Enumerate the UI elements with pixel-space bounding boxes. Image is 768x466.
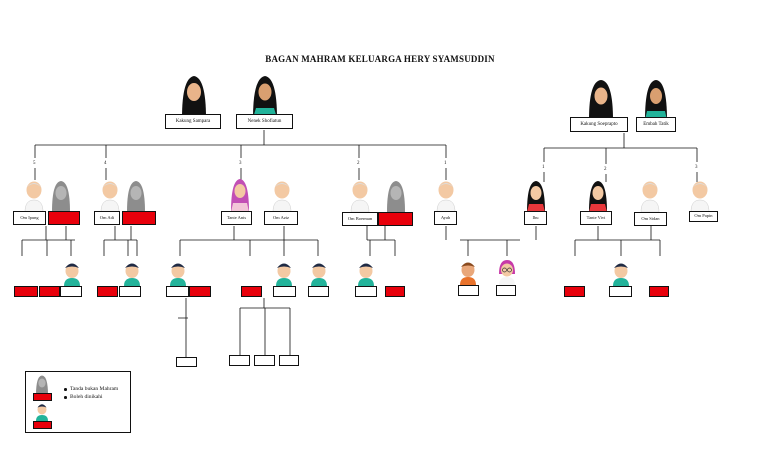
legend-bullet: [64, 396, 67, 399]
om-aziz-avatar-icon: [272, 180, 292, 217]
tante-anis-box: Tante Anis: [221, 211, 252, 225]
sibling-box: [496, 285, 516, 296]
tante-vivi-box: Tante Vivi: [580, 211, 612, 225]
cousin-avatar-icon: [168, 262, 188, 291]
tante-vivi-avatar-icon: [587, 180, 609, 217]
om-ipung-box: Om Ipung: [13, 211, 46, 225]
om-papin-box: Om Papin: [689, 211, 718, 222]
not-mahram-avatar-icon: [50, 180, 72, 217]
legend: Tanda bukan Mahram Boleh dinikahi: [25, 371, 131, 433]
ibu-box: Ibu: [524, 211, 547, 225]
branch-number-right-1: 1: [542, 165, 545, 170]
om-boerman-avatar-icon: [350, 180, 370, 217]
branch-number-right-2: 2: [604, 167, 607, 172]
grandchild-box: [176, 357, 197, 367]
cousin-box: [166, 286, 189, 297]
grandchild-box: [229, 355, 250, 366]
embah-tatik-box: Embah Tatik: [636, 117, 676, 132]
legend-item-not-mahram: Tanda bukan Mahram: [70, 386, 119, 392]
legend-red-box: [33, 421, 52, 429]
cousin-avatar-icon: [309, 262, 329, 291]
cousin-box: [60, 286, 82, 297]
cousin-avatar-icon: [356, 262, 376, 291]
can-marry-legend-icon: [35, 403, 49, 426]
grandchild-box: [279, 355, 299, 366]
not-mahram-box: [14, 286, 38, 297]
cousin-box: [119, 286, 141, 297]
sibling-avatar-icon: [458, 261, 478, 290]
not-mahram-box: [385, 286, 405, 297]
chart-title: BAGAN MAHRAM KELUARGA HERY SYAMSUDDIN: [265, 54, 495, 64]
branch-number-1: 1: [444, 161, 447, 166]
branch-number-3: 3: [239, 161, 242, 166]
om-ipung-avatar-icon: [24, 180, 44, 217]
om-aziz-box: Om Aziz: [264, 211, 298, 225]
branch-number-right-3: 3: [695, 165, 698, 170]
branch-number-2: 2: [357, 161, 360, 166]
sibling-box: [458, 285, 479, 296]
cousin-box: [355, 286, 377, 297]
om-papin-avatar-icon: [690, 180, 710, 217]
om-sidan-box: Om Sidan: [634, 212, 667, 226]
not-mahram-box: [122, 211, 156, 225]
cousin-box: [273, 286, 296, 297]
om-adi-avatar-icon: [100, 180, 120, 217]
kakung-soeprapto-box: Kakung Soeprapto: [570, 117, 628, 132]
grandchild-box: [254, 355, 275, 366]
ibu-avatar-icon: [525, 180, 547, 217]
legend-red-box: [33, 393, 52, 401]
legend-bullet: [64, 388, 67, 391]
not-mahram-box: [48, 211, 80, 225]
om-papin-label: Om Papin: [694, 213, 713, 219]
om-adi-box: Om Adi: [94, 211, 120, 225]
ayah-avatar-icon: [436, 180, 456, 217]
not-mahram-box: [97, 286, 118, 297]
cousin-avatar-icon: [122, 262, 142, 291]
cousin-avatar-icon: [611, 262, 631, 291]
cousin-avatar-icon: [274, 262, 294, 291]
not-mahram-avatar-icon: [385, 180, 407, 217]
om-boerman-box: Om Boerman: [342, 212, 378, 226]
nenek-shofiatun-box: Nenek Shofiatun: [236, 114, 293, 129]
not-mahram-box: [39, 286, 60, 297]
cousin-box: [308, 286, 329, 297]
not-mahram-box: [378, 212, 413, 226]
ayah-box: Ayah: [434, 211, 457, 225]
legend-item-can-marry: Boleh dinikahi: [70, 394, 103, 400]
cousin-box: [609, 286, 632, 297]
not-mahram-box: [241, 286, 262, 297]
cousin-avatar-icon: [62, 262, 82, 291]
not-mahram-box: [189, 286, 211, 297]
not-mahram-box: [564, 286, 585, 297]
branch-number-5: 5: [33, 161, 36, 166]
not-mahram-legend-icon: [35, 375, 49, 400]
branch-number-4: 4: [104, 161, 107, 166]
not-mahram-box: [649, 286, 669, 297]
not-mahram-avatar-icon: [125, 180, 147, 217]
kakung-sampara-box: Kakung Sampara: [165, 114, 221, 129]
sibling-avatar-icon: [497, 260, 517, 290]
om-sidan-avatar-icon: [640, 180, 660, 217]
tante-anis-avatar-icon: [229, 178, 251, 217]
